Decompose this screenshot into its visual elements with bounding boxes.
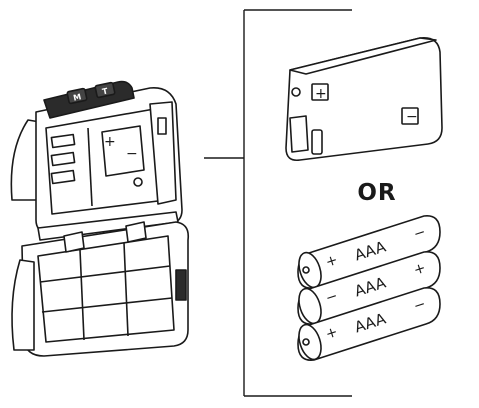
compartment-minus-sign: −	[126, 146, 138, 162]
battery-2-right-sign: +	[412, 260, 428, 279]
lid-inner	[37, 235, 175, 343]
options-bracket	[204, 9, 352, 397]
compartment-plus-sign: +	[104, 134, 116, 150]
battery-3-left-sign: +	[324, 324, 340, 343]
contact-strip-2	[50, 151, 76, 167]
pack-top-face	[289, 37, 437, 75]
lid-grid-h2	[41, 297, 173, 313]
rechargeable-battery-pack: + −	[285, 36, 443, 162]
aaa-battery-1: + AAA −	[297, 215, 441, 289]
lid-clip	[175, 269, 187, 301]
or-label: OR	[357, 180, 397, 206]
compartment-battery-outline	[101, 125, 145, 177]
lid-tab-2	[125, 221, 147, 243]
pack-port-circle	[291, 87, 301, 97]
battery-1-left-sign: +	[324, 252, 340, 271]
mode-button-label: M	[72, 92, 82, 102]
lid-grid-h1	[39, 265, 171, 283]
lid-grid-v1	[79, 249, 85, 341]
mode-button	[66, 87, 88, 105]
battery-3-end	[298, 323, 322, 361]
housing-latch	[149, 101, 177, 205]
pack-plus-box	[311, 83, 329, 101]
lid-strap	[11, 259, 35, 351]
compartment-divider	[87, 127, 93, 207]
tilt-button-label: T	[101, 86, 109, 96]
pack-minus-sign: −	[406, 109, 418, 125]
headband-strap	[10, 119, 41, 201]
battery-3-right-sign: −	[412, 296, 428, 315]
pack-usb-port	[311, 129, 323, 155]
aaa-battery-3: + AAA −	[297, 287, 441, 361]
latch-detail	[157, 117, 167, 135]
battery-1-right-sign: −	[412, 224, 428, 243]
compartment-screw	[133, 177, 143, 187]
lid-tab	[63, 231, 85, 253]
contact-strip-1	[50, 133, 76, 149]
pack-plus-sign: +	[315, 86, 327, 102]
headlamp-illustration: M T + −	[10, 80, 190, 357]
pack-usb-slot	[289, 115, 309, 153]
battery-3-terminal	[302, 338, 310, 346]
tilt-button	[94, 81, 116, 99]
battery-2-left-sign: −	[324, 288, 340, 307]
pack-minus-box	[401, 107, 419, 125]
contact-strip-3	[50, 169, 76, 185]
battery-1-terminal	[302, 266, 310, 274]
lid-grid-v2	[123, 242, 129, 337]
